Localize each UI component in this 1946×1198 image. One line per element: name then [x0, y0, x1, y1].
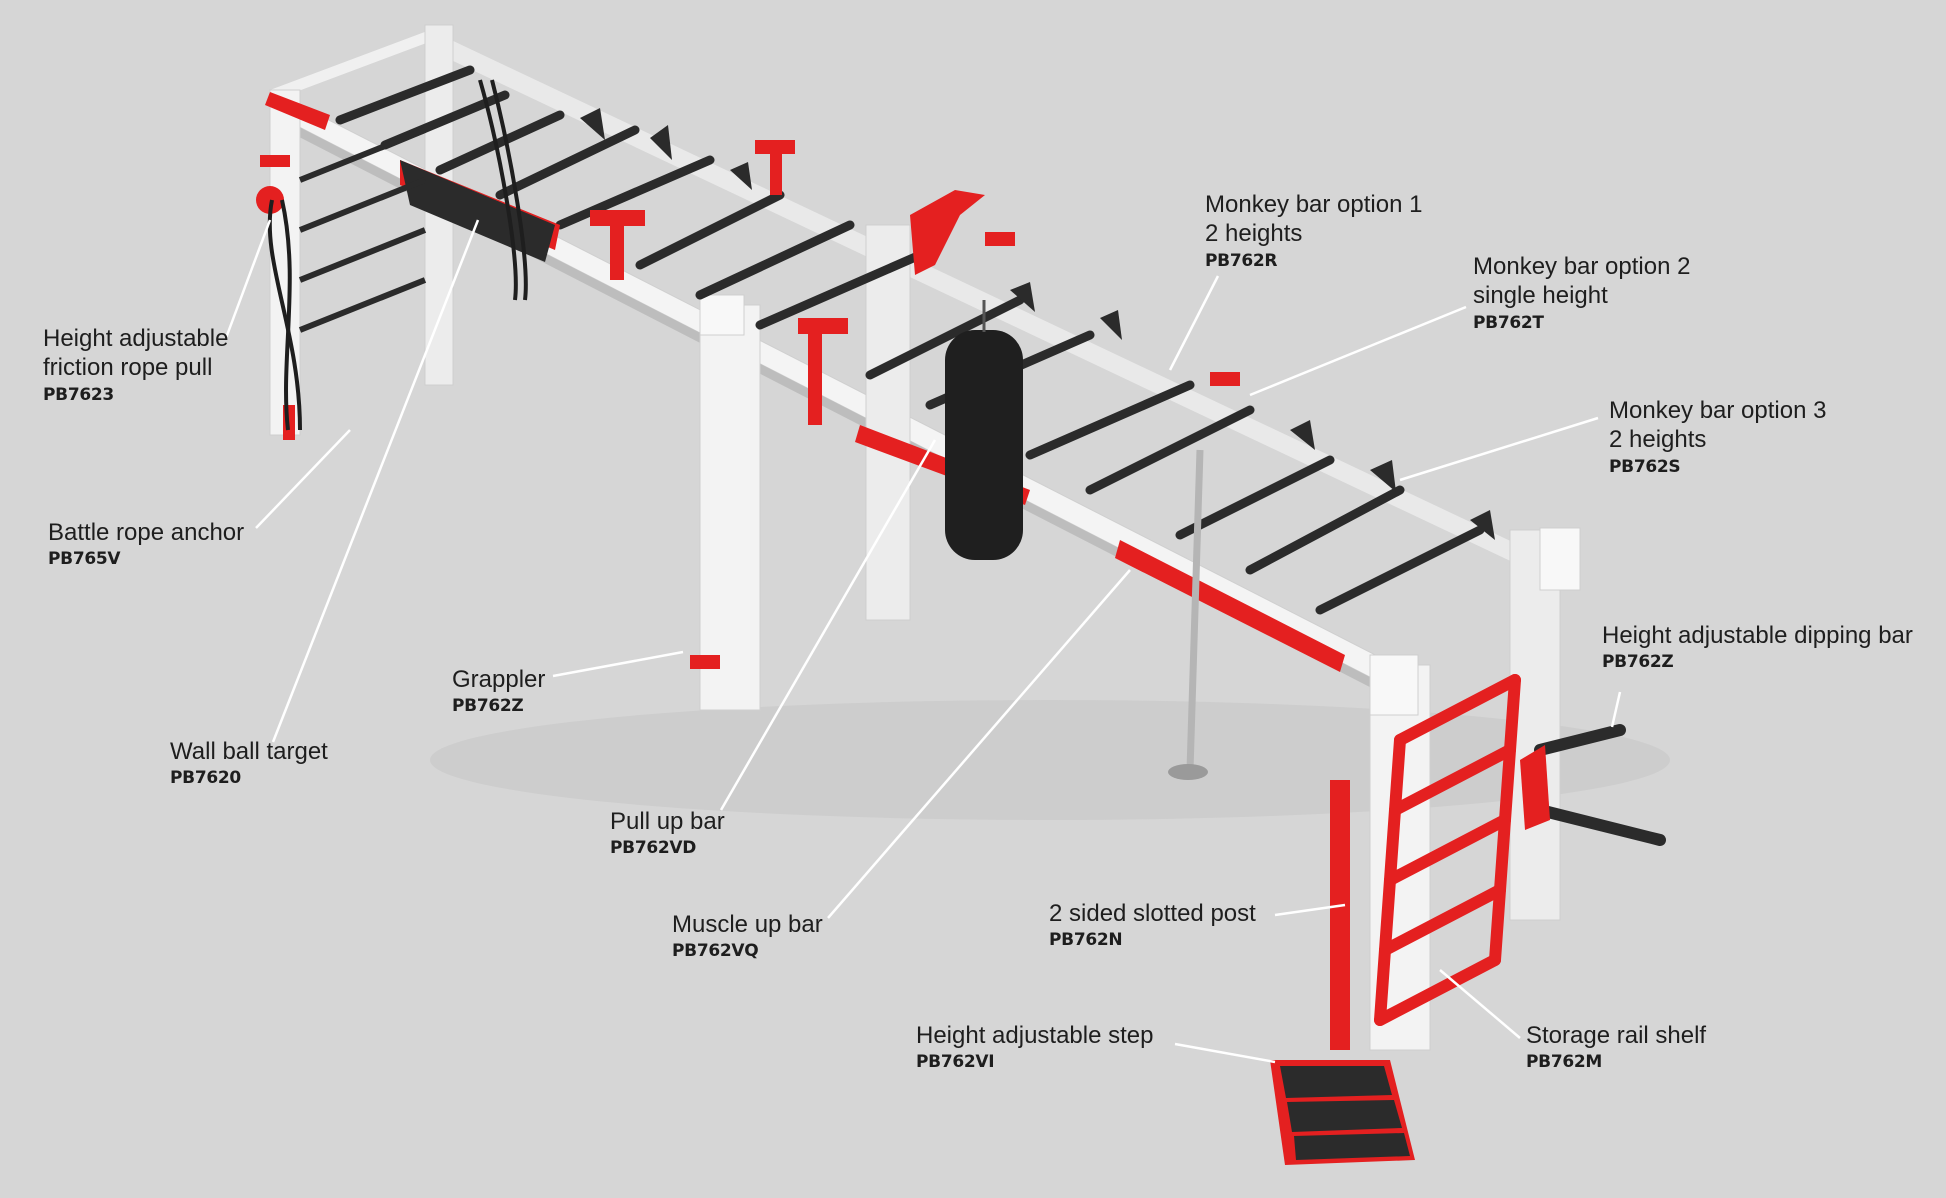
- leader-monkey-bar-2: [1249, 305, 1467, 397]
- right-rear-post-cap: [1539, 527, 1581, 591]
- wall-ball-target-plate: [400, 160, 555, 262]
- callout-dipping-bar: Height adjustable dipping bar PB762Z: [1602, 621, 1913, 673]
- leader-friction-rope-pull: [224, 219, 272, 339]
- callout-adjustable-step: Height adjustable step PB762VI: [916, 1021, 1154, 1073]
- punching-bag: [945, 330, 1023, 560]
- leader-wall-ball-target: [271, 219, 480, 743]
- callout-code: PB762R: [1205, 250, 1278, 271]
- middle-post-cap: [699, 294, 745, 336]
- callout-storage-rail-shelf: Storage rail shelf PB762M: [1526, 1021, 1706, 1073]
- leader-monkey-bar-3: [1399, 416, 1599, 482]
- slotted-post-rail: [1330, 780, 1350, 1050]
- callout-code: PB762Z: [1602, 652, 1674, 673]
- left-cross-beam: [270, 30, 445, 96]
- leader-storage-rail-shelf: [1439, 969, 1521, 1039]
- dipping-bar-bracket: [1520, 745, 1550, 830]
- callout-subtitle: friction rope pull: [43, 354, 213, 382]
- monkey-bar-brackets: [580, 108, 1495, 540]
- callout-slotted-post: 2 sided slotted post PB762N: [1049, 899, 1256, 951]
- front-beam-shadow: [270, 112, 1395, 700]
- callout-pull-up-bar: Pull up bar PB762VD: [610, 807, 725, 859]
- leader-muscle-up-bar: [827, 569, 1131, 919]
- storage-rails: [1374, 674, 1521, 1026]
- callout-title: Height adjustable: [43, 325, 229, 352]
- callout-code: PB765V: [48, 549, 121, 570]
- left-ladder: [298, 127, 427, 333]
- callout-title: Wall ball target: [170, 738, 328, 765]
- callout-monkey-bar-2: Monkey bar option 2 single height PB762T: [1473, 252, 1690, 333]
- callout-muscle-up-bar: Muscle up bar PB762VQ: [672, 910, 823, 962]
- step-tread-2: [1287, 1100, 1402, 1132]
- middle-front-post: [699, 304, 761, 711]
- leader-grappler: [552, 650, 684, 678]
- callout-code: PB762VD: [610, 838, 697, 859]
- step-tread-3: [1294, 1133, 1410, 1160]
- vertical-pole: [1186, 449, 1204, 771]
- callout-friction-rope-pull: Height adjustable friction rope pull PB7…: [43, 324, 228, 405]
- dipping-bar: [1534, 724, 1666, 846]
- callout-grappler: Grappler PB762Z: [452, 665, 545, 717]
- callout-title: Grappler: [452, 666, 546, 693]
- callout-code: PB762VQ: [672, 941, 759, 962]
- leader-monkey-bar-1: [1168, 275, 1220, 371]
- callout-title: Muscle up bar: [672, 911, 823, 938]
- step-tread-1: [1280, 1066, 1392, 1098]
- leader-dipping-bar: [1610, 691, 1622, 728]
- callout-code: PB7623: [43, 384, 114, 405]
- callout-monkey-bar-1: Monkey bar option 1 2 heights PB762R: [1205, 190, 1422, 271]
- callout-battle-rope-anchor: Battle rope anchor PB765V: [48, 518, 244, 570]
- callout-code: PB762VI: [916, 1052, 995, 1073]
- callout-title: Monkey bar option 3: [1609, 397, 1827, 424]
- callout-title: Battle rope anchor: [48, 519, 245, 546]
- callout-title: 2 sided slotted post: [1049, 900, 1256, 927]
- callout-subtitle: single height: [1473, 282, 1608, 310]
- callout-title: Storage rail shelf: [1526, 1022, 1707, 1049]
- callout-title: Monkey bar option 1: [1205, 191, 1423, 218]
- callout-code: PB762N: [1049, 930, 1123, 951]
- leader-pull-up-bar: [719, 439, 937, 811]
- callout-code: PB762Z: [452, 696, 524, 717]
- pole-base: [1168, 764, 1208, 780]
- leader-slotted-post: [1274, 903, 1346, 917]
- grappler-arm: [690, 655, 720, 669]
- callout-monkey-bar-3: Monkey bar option 3 2 heights PB762S: [1609, 396, 1826, 477]
- leader-battle-rope-anchor: [255, 429, 351, 529]
- callout-code: PB762T: [1473, 312, 1544, 333]
- callout-title: Height adjustable dipping bar: [1602, 622, 1913, 649]
- callout-title: Pull up bar: [610, 808, 725, 835]
- callout-subtitle: 2 heights: [1205, 220, 1303, 248]
- right-front-post-cap: [1369, 654, 1419, 716]
- callout-wall-ball-target: Wall ball target PB7620: [170, 737, 328, 789]
- floor-shadow: [430, 700, 1670, 820]
- callout-code: PB762M: [1526, 1052, 1603, 1073]
- callout-subtitle: 2 heights: [1609, 426, 1707, 454]
- leader-adjustable-step: [1174, 1042, 1276, 1064]
- callout-title: Monkey bar option 2: [1473, 253, 1691, 280]
- callout-code: PB7620: [170, 768, 241, 789]
- leader-lines: [224, 219, 1622, 1064]
- callout-title: Height adjustable step: [916, 1022, 1154, 1049]
- middle-rear-post: [865, 224, 911, 621]
- callout-code: PB762S: [1609, 456, 1681, 477]
